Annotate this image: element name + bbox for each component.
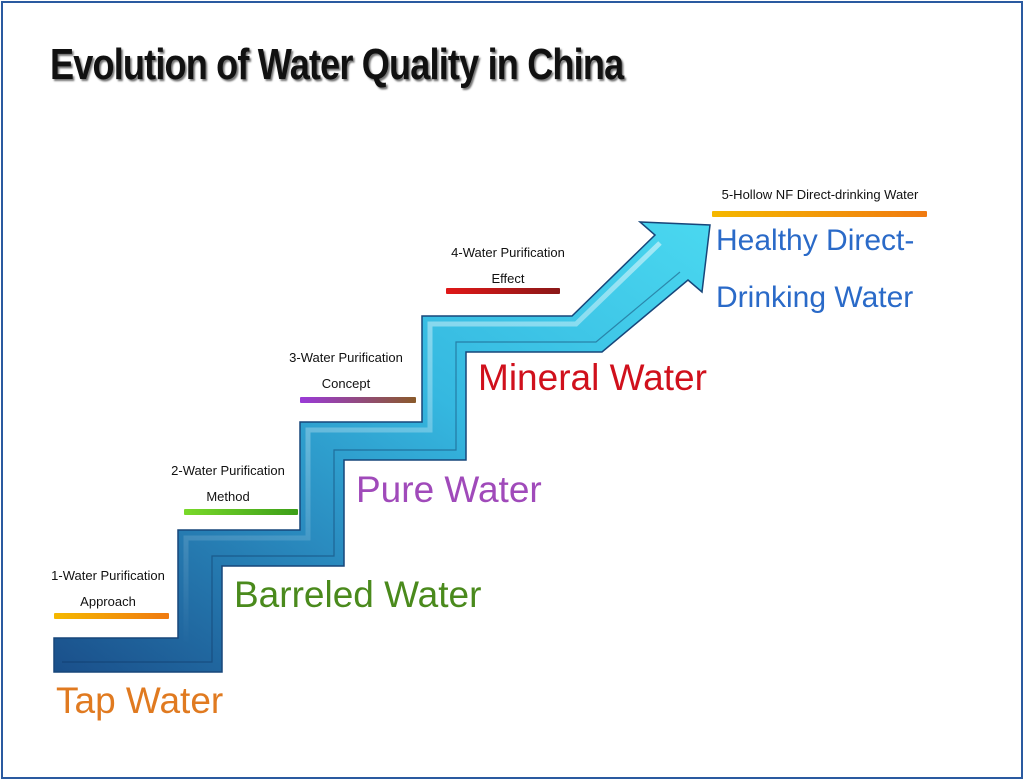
step-5-label-line1: 5-Hollow NF Direct-drinking Water bbox=[721, 187, 919, 202]
page-title: Evolution of Water Quality in China bbox=[50, 40, 624, 89]
step-3-label-line1: 3-Water Purification bbox=[289, 350, 403, 365]
step-1-label-line2: Approach bbox=[80, 594, 136, 609]
stage-5-line1: Healthy Direct- bbox=[716, 224, 915, 257]
step-4-label-line2: Effect bbox=[491, 271, 525, 286]
step-5-bar bbox=[712, 211, 927, 217]
step-4-bar bbox=[446, 288, 560, 294]
step-2-label-line2: Method bbox=[206, 489, 250, 504]
step-3-bar bbox=[300, 397, 416, 403]
step-1-label-line1: 1-Water Purification bbox=[51, 568, 165, 583]
step-1-label: 1-Water Purification Approach bbox=[40, 563, 176, 615]
staircase-highlight bbox=[58, 241, 662, 648]
stage-tap-water: Tap Water bbox=[56, 680, 224, 721]
stage-5-line2: Drinking Water bbox=[716, 281, 914, 314]
staircase-body bbox=[53, 221, 711, 673]
staircase-inner-line bbox=[62, 271, 681, 663]
step-4-label: 4-Water Purification Effect bbox=[440, 240, 576, 292]
step-2-label: 2-Water Purification Method bbox=[160, 458, 296, 510]
step-1-bar bbox=[54, 613, 169, 619]
step-5-label: 5-Hollow NF Direct-drinking Water bbox=[702, 182, 938, 208]
step-3-label: 3-Water Purification Concept bbox=[278, 345, 414, 397]
step-2-bar bbox=[184, 509, 298, 515]
stage-mineral-water: Mineral Water bbox=[478, 357, 707, 398]
stage-healthy-direct-drinking-water: Healthy Direct- Drinking Water bbox=[716, 212, 914, 326]
step-2-label-line1: 2-Water Purification bbox=[171, 463, 285, 478]
stage-pure-water: Pure Water bbox=[356, 469, 542, 510]
step-3-label-line2: Concept bbox=[321, 376, 371, 391]
stage-barreled-water: Barreled Water bbox=[234, 574, 482, 615]
step-4-label-line1: 4-Water Purification bbox=[451, 245, 565, 260]
